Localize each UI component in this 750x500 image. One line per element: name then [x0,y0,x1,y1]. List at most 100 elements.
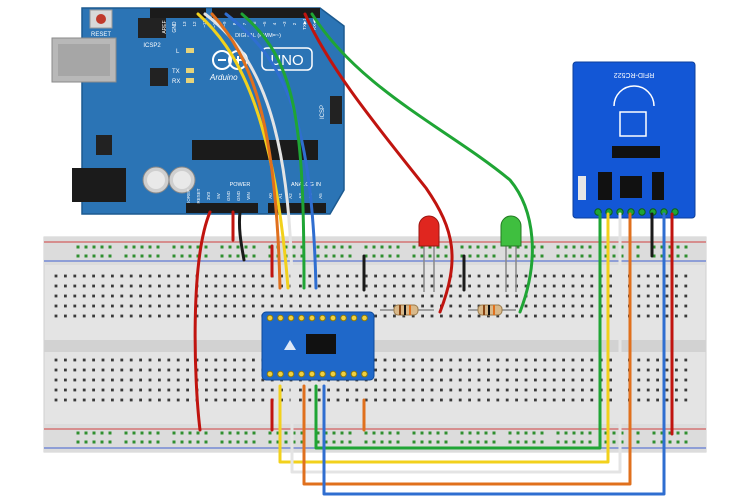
breadboard-hole [233,398,236,402]
breadboard-hole [524,284,528,288]
breadboard-hole [242,388,246,392]
breadboard-hole [675,284,678,288]
breadboard-hole [129,314,133,318]
breadboard-hole [82,304,86,308]
breadboard-hole [92,440,96,444]
breadboard-hole [242,368,246,372]
breadboard-hole [609,304,612,308]
breadboard-hole [252,368,255,372]
breadboard-hole [228,440,232,444]
atmega-chip [192,140,318,160]
wire-red-led [303,12,454,314]
breadboard-hole [355,274,359,278]
breadboard-hole [129,358,133,362]
breadboard-hole [111,284,114,288]
breadboard-hole [581,388,584,392]
breadboard-hole [108,431,112,435]
breadboard-hole [54,398,58,402]
breadboard-hole [396,245,400,249]
wire-green-rfid [314,212,602,450]
breadboard-hole [233,274,236,278]
breadboard-hole [223,274,227,278]
breadboard-hole [609,274,612,278]
breadboard-hole [412,245,416,249]
breadboard-hole [580,245,584,249]
breadboard-hole [656,378,659,382]
breadboard-hole [233,314,236,318]
breadboard-hole [430,294,434,298]
breadboard-hole [167,398,171,402]
breadboard-hole [92,358,95,362]
breadboard-hole [364,304,368,308]
breadboard-hole [204,245,208,249]
breadboard-hole [299,284,302,288]
breadboard-hole [588,431,592,435]
breadboard-hole [139,304,142,308]
breadboard-hole [581,398,584,402]
breadboard-hole [590,274,594,278]
breadboard-hole [73,304,77,308]
breadboard-hole [54,358,58,362]
breadboard-hole [380,431,384,435]
breadboard-hole [393,358,396,362]
breadboard-hole [204,431,208,435]
reset-label: RESET [91,32,111,38]
breadboard-hole [364,388,368,392]
breadboard-hole [100,431,104,435]
breadboard-hole [214,388,218,392]
resistor-2 [468,304,516,316]
breadboard-hole [196,440,200,444]
breadboard-hole [346,284,349,288]
breadboard-hole [421,314,424,318]
breadboard-hole [129,388,133,392]
arduino-uno-board: RESET ICSP2 L TX RX Arduino UNO [51,7,345,215]
breadboard-hole [496,378,500,382]
breadboard-hole [636,254,640,258]
breadboard-hole [196,431,200,435]
breadboard-hole [393,284,396,288]
breadboard-hole [167,314,171,318]
breadboard-hole [637,314,641,318]
breadboard-hole [496,388,500,392]
breadboard-hole [317,274,321,278]
breadboard-hole [534,398,537,402]
breakout-pin [350,314,358,322]
breadboard-hole [111,294,114,298]
breadboard-hole [139,378,142,382]
breadboard-hole [158,358,161,362]
breadboard-hole [581,368,584,372]
breadboard-hole [590,368,594,372]
breadboard-hole [476,254,480,258]
digital-pin-label: ~5 [262,21,267,27]
breadboard-hole [374,368,377,372]
breadboard-hole [252,440,256,444]
power-pin-label: GND [226,190,231,201]
breadboard-hole [612,440,616,444]
breadboard-hole [556,431,560,435]
breadboard-hole [186,304,189,308]
digital-pin-label: 8 [232,22,237,25]
breadboard-hole [220,245,224,249]
breadboard-hole [571,398,575,402]
breadboard-hole [656,398,659,402]
breadboard-hole [172,254,176,258]
breadboard-hole [572,440,576,444]
breadboard-hole [336,388,340,392]
breadboard-hole [684,440,688,444]
breadboard-hole [101,274,105,278]
breadboard-hole [205,368,208,372]
breadboard-hole [534,304,537,308]
breadboard-hole [534,388,537,392]
breakout-pin [266,370,274,378]
breadboard-hole [324,254,328,258]
breadboard-hole [261,284,265,288]
breadboard-hole [515,314,518,318]
breadboard-hole [477,398,481,402]
breadboard-hole [139,284,142,288]
breadboard-hole [348,440,352,444]
breadboard-hole [270,388,274,392]
breadboard-hole [73,368,77,372]
breadboard-hole [276,431,280,435]
breadboard-hole [280,274,283,278]
breadboard-hole [646,284,650,288]
